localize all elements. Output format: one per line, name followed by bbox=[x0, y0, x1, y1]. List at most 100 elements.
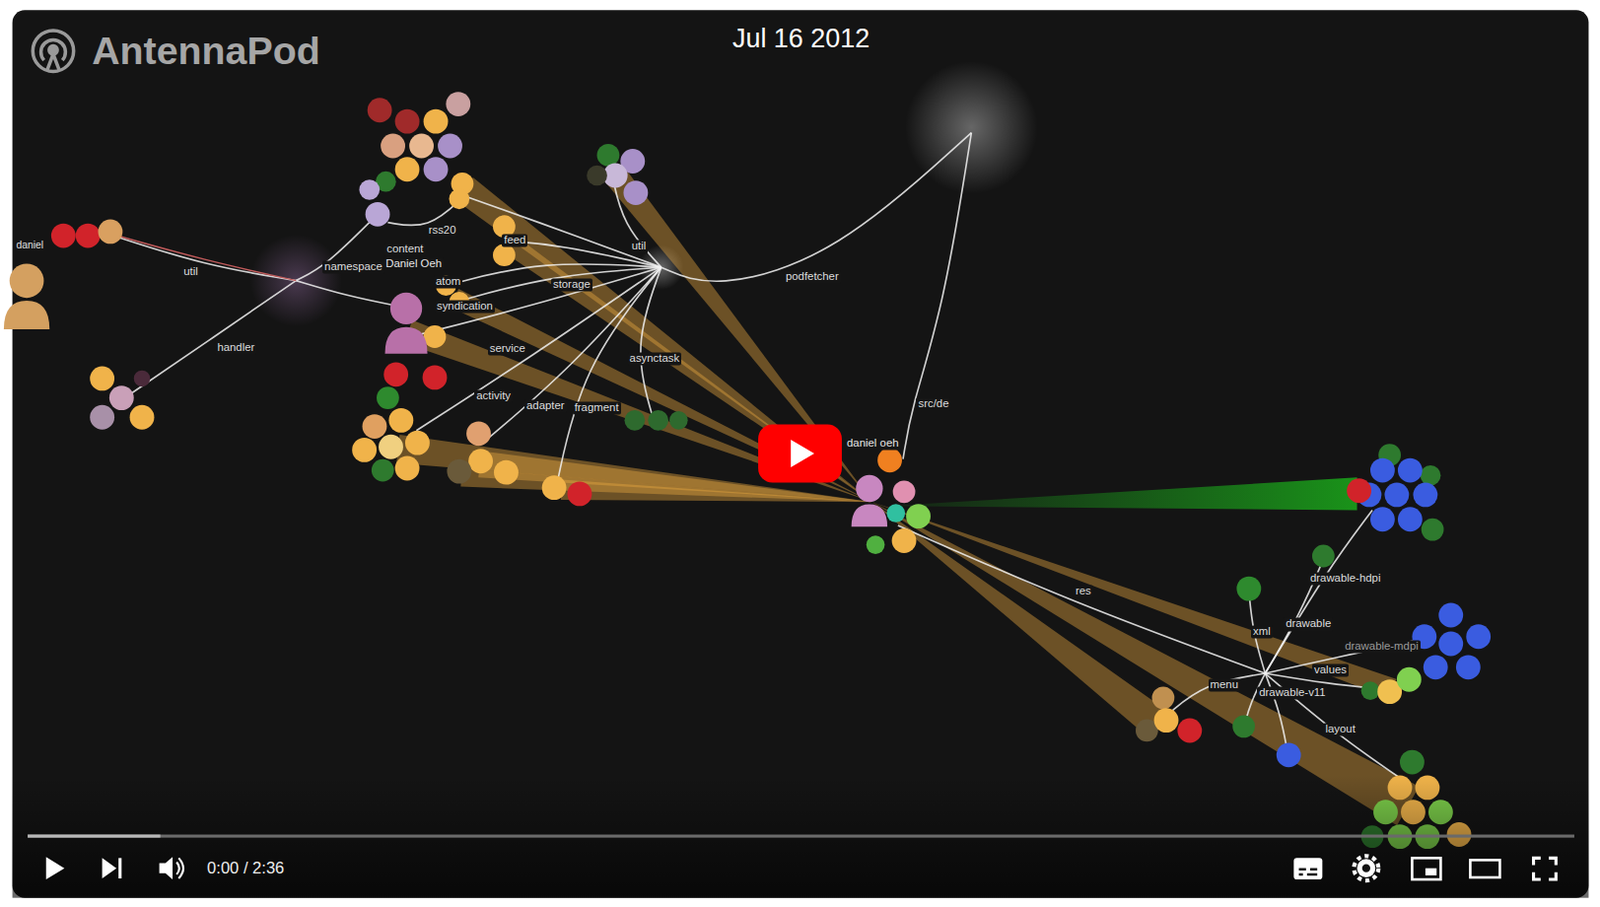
file-node bbox=[1423, 654, 1449, 680]
file-node bbox=[1370, 458, 1395, 484]
file-node bbox=[75, 223, 101, 249]
file-node bbox=[597, 143, 621, 167]
user-avatar bbox=[3, 263, 50, 330]
player-controls bbox=[46, 855, 1557, 881]
file-node bbox=[98, 218, 124, 244]
file-node bbox=[466, 420, 491, 446]
antennapod-logo bbox=[32, 30, 73, 71]
file-node bbox=[567, 481, 593, 506]
action-beam bbox=[887, 477, 1357, 510]
directory-label: adapter bbox=[524, 399, 567, 413]
file-node bbox=[371, 459, 395, 483]
file-node bbox=[134, 370, 151, 388]
file-node bbox=[109, 385, 135, 411]
file-node bbox=[409, 134, 434, 159]
file-node bbox=[866, 535, 886, 555]
file-node bbox=[395, 156, 420, 182]
file-node bbox=[362, 414, 388, 439]
volume-icon bbox=[178, 857, 184, 879]
file-nodes bbox=[51, 91, 1491, 849]
file-node bbox=[1397, 506, 1423, 532]
directory-branch bbox=[556, 267, 662, 488]
user-avatar bbox=[851, 475, 888, 527]
directory-label: values bbox=[1312, 663, 1349, 677]
settings-icon bbox=[1357, 858, 1377, 878]
youtube-play-button bbox=[758, 424, 842, 484]
captions-icon bbox=[1299, 869, 1319, 875]
directory-label: util bbox=[629, 240, 649, 254]
directory-label: service bbox=[487, 342, 528, 355]
directory-label: storage bbox=[551, 278, 593, 291]
file-node bbox=[905, 503, 931, 529]
file-node bbox=[376, 386, 400, 410]
play-icon bbox=[46, 856, 66, 880]
file-node bbox=[130, 405, 155, 430]
file-node bbox=[877, 447, 903, 473]
file-node bbox=[623, 180, 648, 206]
directory-branch bbox=[903, 133, 972, 460]
directory-label: xml bbox=[1251, 625, 1273, 638]
time-display: 0:00 / 2:36 bbox=[207, 858, 284, 878]
directory-branch bbox=[1168, 673, 1265, 714]
file-node bbox=[422, 364, 448, 390]
user-avatar bbox=[385, 292, 428, 354]
directory-label: handler bbox=[214, 341, 257, 354]
directory-label: res bbox=[1073, 585, 1094, 599]
file-node bbox=[1154, 707, 1180, 733]
directory-label: asynctask bbox=[627, 352, 683, 366]
file-node bbox=[1370, 506, 1395, 532]
file-node bbox=[1236, 576, 1261, 602]
file-node bbox=[468, 448, 493, 474]
volume-icon bbox=[176, 861, 180, 874]
next-icon bbox=[118, 857, 122, 879]
file-node bbox=[437, 134, 463, 159]
file-node bbox=[1438, 631, 1463, 657]
youtube-play-triangle bbox=[790, 439, 815, 468]
file-node bbox=[647, 410, 669, 431]
file-node bbox=[893, 480, 916, 503]
file-node bbox=[367, 97, 393, 123]
file-node bbox=[892, 528, 917, 554]
directory-label: fragment bbox=[572, 401, 622, 415]
directory-branch bbox=[459, 267, 662, 301]
directory-label: content bbox=[384, 242, 425, 256]
directory-branch bbox=[295, 280, 398, 307]
file-node bbox=[383, 361, 409, 387]
progress-track bbox=[27, 834, 1575, 838]
action-beam bbox=[872, 501, 1396, 698]
user-name: daniel bbox=[13, 240, 46, 253]
file-node bbox=[378, 434, 404, 460]
file-node bbox=[669, 411, 689, 430]
directory-label: util bbox=[181, 266, 201, 279]
file-node bbox=[492, 243, 516, 267]
file-node bbox=[1465, 624, 1491, 649]
directory-label: activity bbox=[474, 389, 513, 403]
player-shade bbox=[12, 775, 1590, 899]
progress-buffer bbox=[27, 834, 161, 838]
file-node bbox=[395, 456, 420, 482]
file-node bbox=[1397, 458, 1423, 484]
file-node bbox=[89, 405, 115, 430]
file-node bbox=[423, 325, 447, 348]
directory-branch bbox=[504, 240, 661, 268]
directory-branch bbox=[1264, 673, 1288, 754]
file-node bbox=[51, 223, 76, 249]
file-node bbox=[1312, 545, 1335, 568]
file-node bbox=[351, 437, 377, 463]
file-node bbox=[1396, 667, 1422, 693]
file-node bbox=[1177, 718, 1202, 744]
settings-icon bbox=[1362, 864, 1371, 873]
file-node bbox=[1276, 742, 1302, 767]
file-node bbox=[380, 134, 406, 159]
directory-branch bbox=[898, 525, 1266, 674]
directory-label: menu bbox=[1208, 678, 1241, 692]
directory-label: drawable bbox=[1283, 618, 1333, 631]
directory-label: layout bbox=[1322, 723, 1357, 737]
action-beam bbox=[404, 320, 873, 502]
directory-branch bbox=[416, 267, 661, 431]
directory-branch bbox=[640, 267, 662, 418]
file-node bbox=[388, 408, 414, 433]
directory-label: drawable-v11 bbox=[1256, 686, 1327, 699]
file-node bbox=[1152, 686, 1176, 709]
